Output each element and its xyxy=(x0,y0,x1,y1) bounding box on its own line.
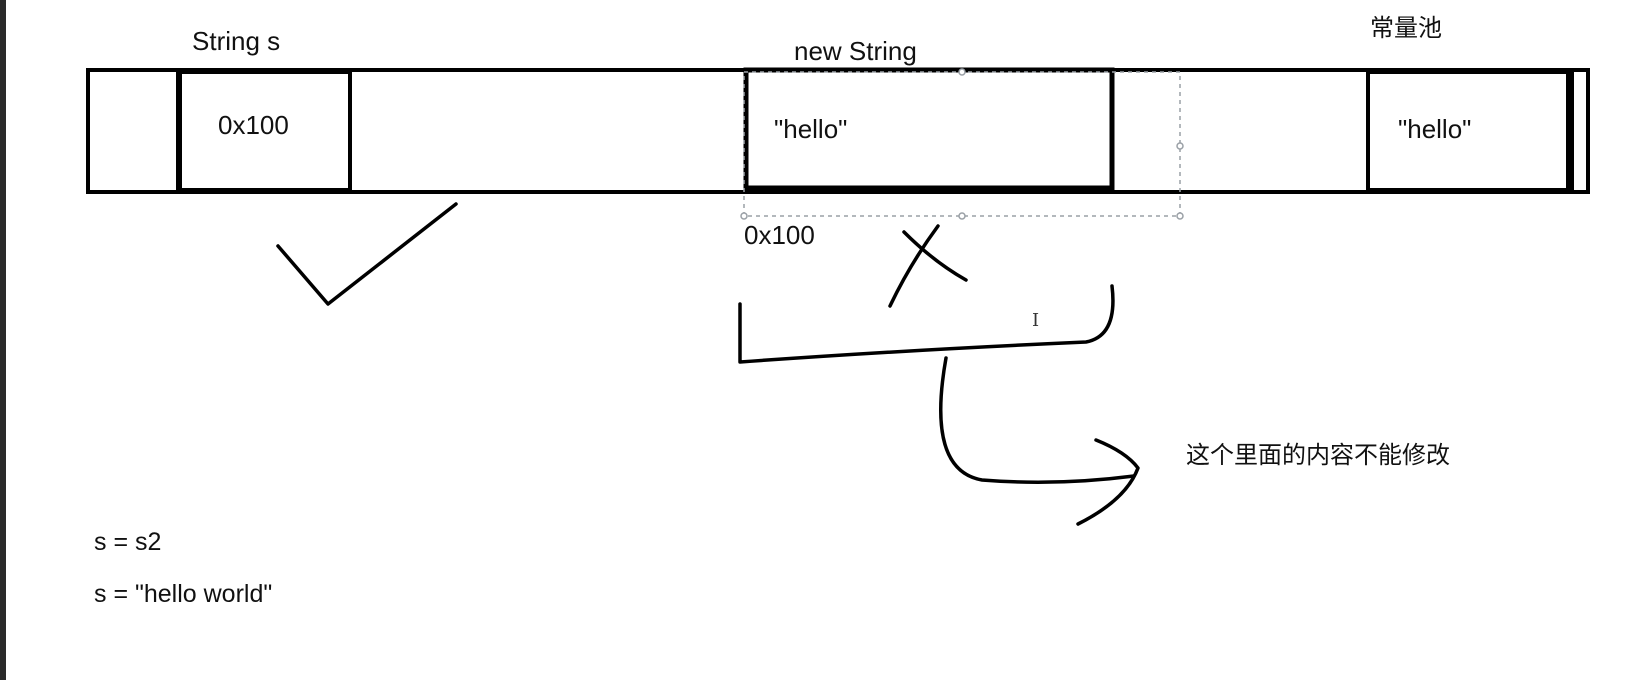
selection-handle xyxy=(1176,212,1184,220)
selection-handle xyxy=(958,68,966,76)
selection-handle xyxy=(740,212,748,220)
cross-mark-icon xyxy=(888,224,940,308)
new-string-label: new String xyxy=(794,36,917,66)
pool-string-value: "hello" xyxy=(1398,114,1472,144)
cross-mark-icon xyxy=(902,230,968,282)
constant-pool-label: 常量池 xyxy=(1370,14,1442,42)
selection-handle xyxy=(1176,142,1184,150)
check-mark-icon xyxy=(276,202,458,306)
reference-value: 0x100 xyxy=(218,110,289,140)
selection-handle xyxy=(958,212,966,220)
heap-string-value: "hello" xyxy=(774,114,848,144)
heap-address-label: 0x100 xyxy=(744,220,815,250)
code-line-2: s = "hello world" xyxy=(94,580,273,608)
whiteboard-canvas: String s new String 常量池 0x100 "hello" "h… xyxy=(6,0,1630,680)
selection-box xyxy=(743,71,1181,217)
curved-arrow-icon xyxy=(939,356,1136,484)
code-line-1: s = s2 xyxy=(94,528,162,556)
bracket-shape xyxy=(738,284,1115,364)
new-string-cell xyxy=(743,67,1115,191)
constant-pool-cell xyxy=(1366,70,1574,192)
string-s-label: String s xyxy=(192,26,281,56)
memory-diagram xyxy=(86,67,1590,526)
text-cursor-icon: I xyxy=(1032,310,1040,331)
string-s-cell xyxy=(178,70,352,192)
arrow-head-icon xyxy=(1076,438,1140,526)
immutable-note: 这个里面的内容不能修改 xyxy=(1186,441,1450,469)
